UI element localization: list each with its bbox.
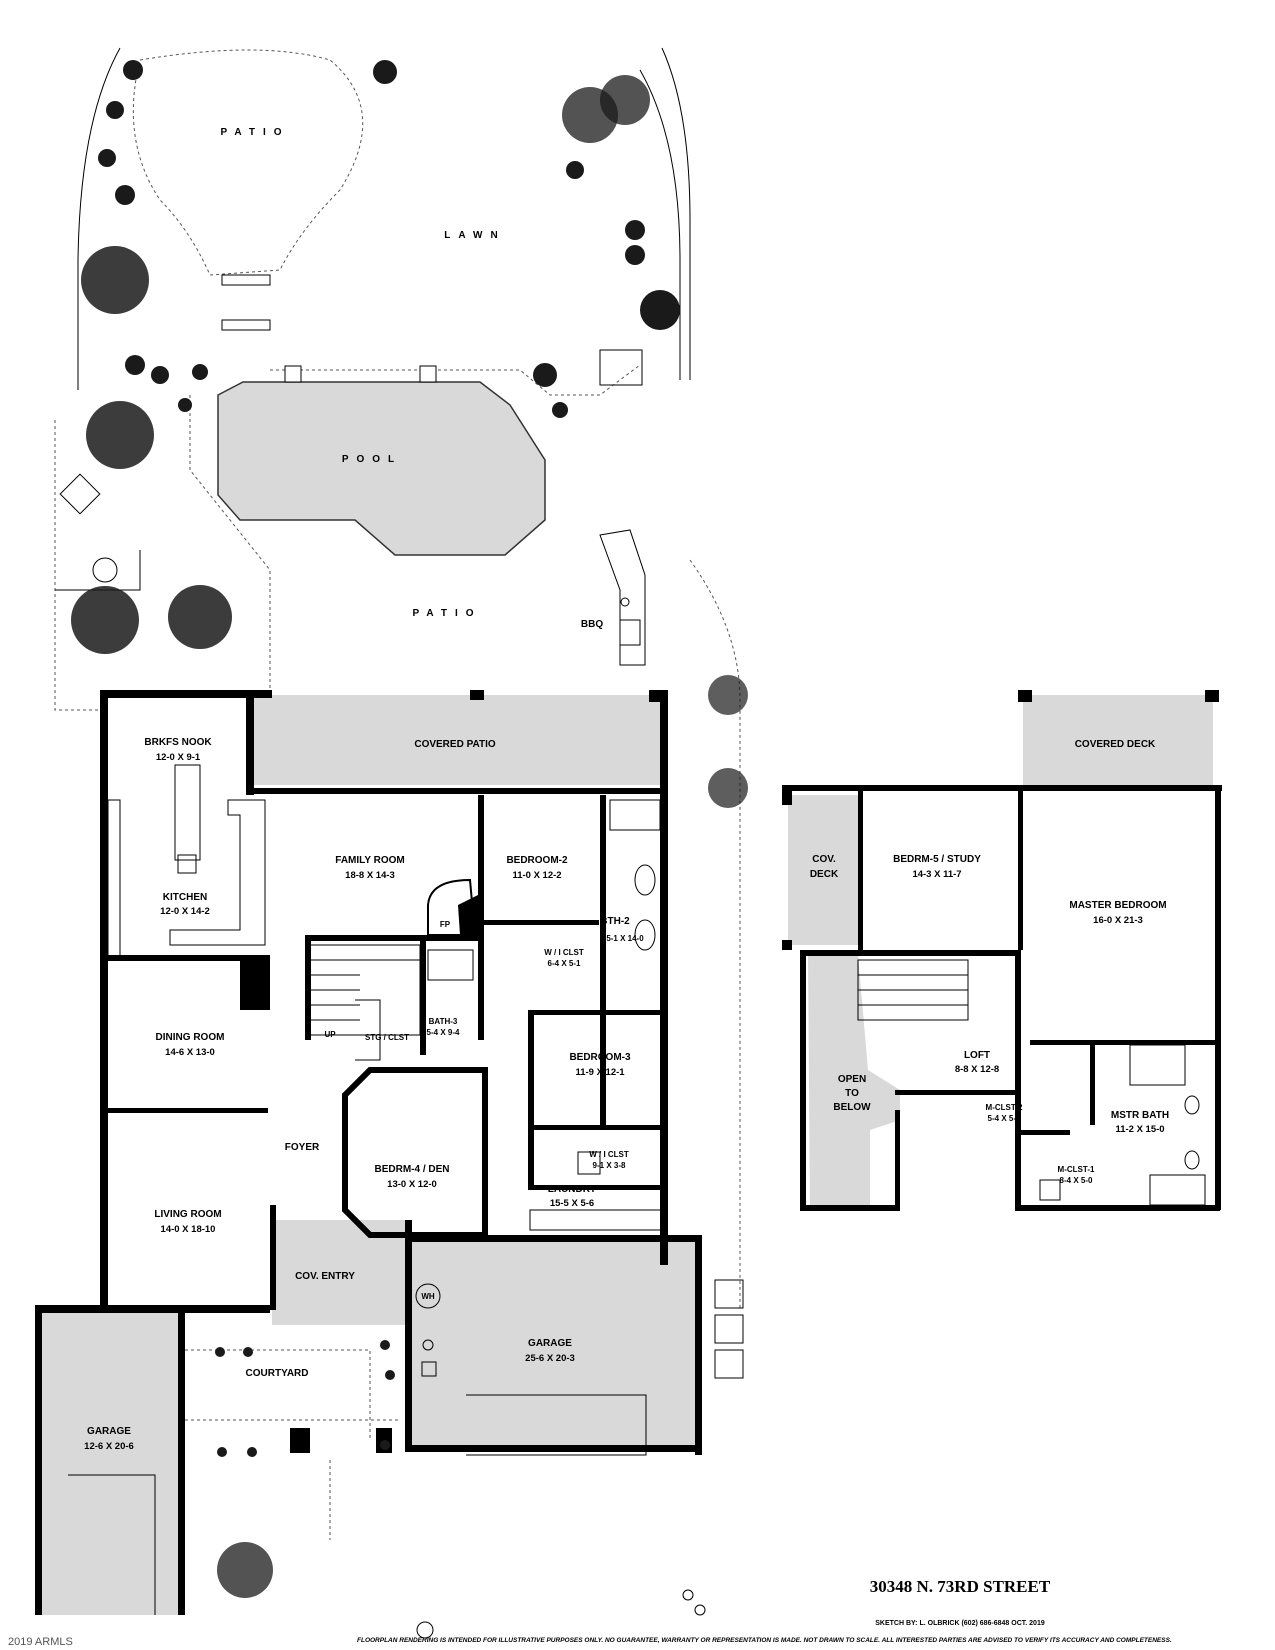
mstr-bath-dim: 11-2 X 15-0 [1115,1124,1164,1135]
bedrm5-name: BEDRM-5 / STUDY [893,854,981,865]
dining-room-name: DINING ROOM [156,1032,225,1043]
main-floor: BRKFS NOOK 12-0 X 9-1 COVERED PATIO KITC… [35,690,744,1639]
bth2-name: BTH-2 [600,916,630,927]
open-to-below-line3: BELOW [833,1102,871,1113]
covered-deck-label: COVERED DECK [1075,739,1156,750]
garage-small-dim: 12-6 X 20-6 [84,1441,134,1452]
covered-patio-area [246,695,664,785]
cov-entry-label: COV. ENTRY [295,1271,355,1282]
stg-clst-label: STG / CLST [365,1033,409,1042]
m-clst2-dim: 5-4 X 5-6 [988,1114,1021,1123]
property-line-left [77,47,121,390]
yard: PATIO LAWN POOL PATIO BBQ [54,47,748,1310]
patio-mid-label: PATIO [412,608,481,619]
master-bedroom-name: MASTER BEDROOM [1069,900,1166,911]
laundry-name: LAUNDRY [548,1184,597,1195]
wi-clst-b-name: W / I CLST [589,1150,629,1159]
courtyard-label: COURTYARD [246,1368,309,1379]
bath3-name: BATH-3 [429,1017,458,1026]
cov-deck-line1: COV. [812,854,836,865]
bedroom3-name: BEDROOM-3 [569,1052,631,1063]
mls-watermark: 2019 ARMLS [8,1636,73,1648]
disclaimer: FLOORPLAN RENDERING IS INTENDED FOR ILLU… [357,1637,1172,1644]
master-bedroom-dim: 16-0 X 21-3 [1093,915,1143,926]
bbq-label: BBQ [581,619,603,630]
upper-floor: COVERED DECK COV. DECK BEDRM-5 / STUDY 1… [782,690,1222,1211]
cov-deck-line2: DECK [810,869,839,880]
kitchen-dim: 12-0 X 14-2 [160,906,210,917]
sketch-credit: SKETCH BY: L. OLBRICK (602) 686-6848 OCT… [875,1620,1045,1627]
garage-main-dim: 25-6 X 20-3 [525,1353,575,1364]
bedroom2-name: BEDROOM-2 [506,855,568,866]
m-clst1-dim: 8-4 X 5-0 [1060,1176,1093,1185]
garage-main-area [410,1240,700,1450]
loft-name: LOFT [964,1050,990,1061]
wi-clst-a-dim: 6-4 X 5-1 [548,959,581,968]
m-clst2-name: M-CLST-2 [986,1103,1023,1112]
fireplace-label: FP [440,920,451,929]
pool-label: POOL [342,454,402,465]
bedroom3-dim: 11-9 X 12-1 [575,1067,625,1078]
bath3-dim: 5-4 X 9-4 [427,1028,460,1037]
wi-clst-a-name: W / I CLST [544,948,584,957]
bedrm4-name: BEDRM-4 / DEN [374,1164,449,1175]
bedroom2-dim: 11-0 X 12-2 [512,870,561,881]
covered-patio-label: COVERED PATIO [414,739,496,750]
lawn-label: LAWN [444,230,505,241]
footer: 30348 N. 73RD STREET SKETCH BY: L. OLBRI… [8,1577,1172,1648]
property-line-right [661,47,691,380]
garage-small-name: GARAGE [87,1426,131,1437]
foyer-label: FOYER [285,1142,320,1153]
bth2-dim: 5-1 X 14-0 [606,934,644,943]
garage-small-area [40,1310,185,1615]
wi-clst-b-dim: 9-1 X 3-8 [593,1161,626,1170]
brkfs-nook-name: BRKFS NOOK [144,737,212,748]
living-room-dim: 14-0 X 18-10 [161,1224,216,1235]
garage-main-name: GARAGE [528,1338,572,1349]
stairs-up-label: UP [324,1030,336,1039]
living-room-name: LIVING ROOM [154,1209,221,1220]
bbq-counter [599,529,646,666]
bedrm5-dim: 14-3 X 11-7 [912,869,961,880]
m-clst1-name: M-CLST-1 [1058,1165,1095,1174]
open-to-below-line1: OPEN [838,1074,866,1085]
loft-dim: 8-8 X 12-8 [955,1064,999,1075]
brkfs-nook-dim: 12-0 X 9-1 [156,752,201,763]
water-heater-label: WH [421,1292,435,1301]
dining-room-dim: 14-6 X 13-0 [165,1047,215,1058]
family-room-dim: 18-8 X 14-3 [345,870,395,881]
bedrm4-dim: 13-0 X 12-0 [387,1179,437,1190]
mstr-bath-name: MSTR BATH [1111,1110,1169,1121]
pool [217,381,546,556]
patio-outline [132,49,364,276]
family-room-name: FAMILY ROOM [335,855,404,866]
laundry-dim: 15-5 X 5-6 [550,1198,594,1209]
bedrm4-walls [342,1067,488,1238]
kitchen-name: KITCHEN [163,892,207,903]
open-to-below-line2: TO [845,1088,859,1099]
patio-top-label: PATIO [220,127,289,138]
address-title: 30348 N. 73RD STREET [870,1577,1051,1596]
